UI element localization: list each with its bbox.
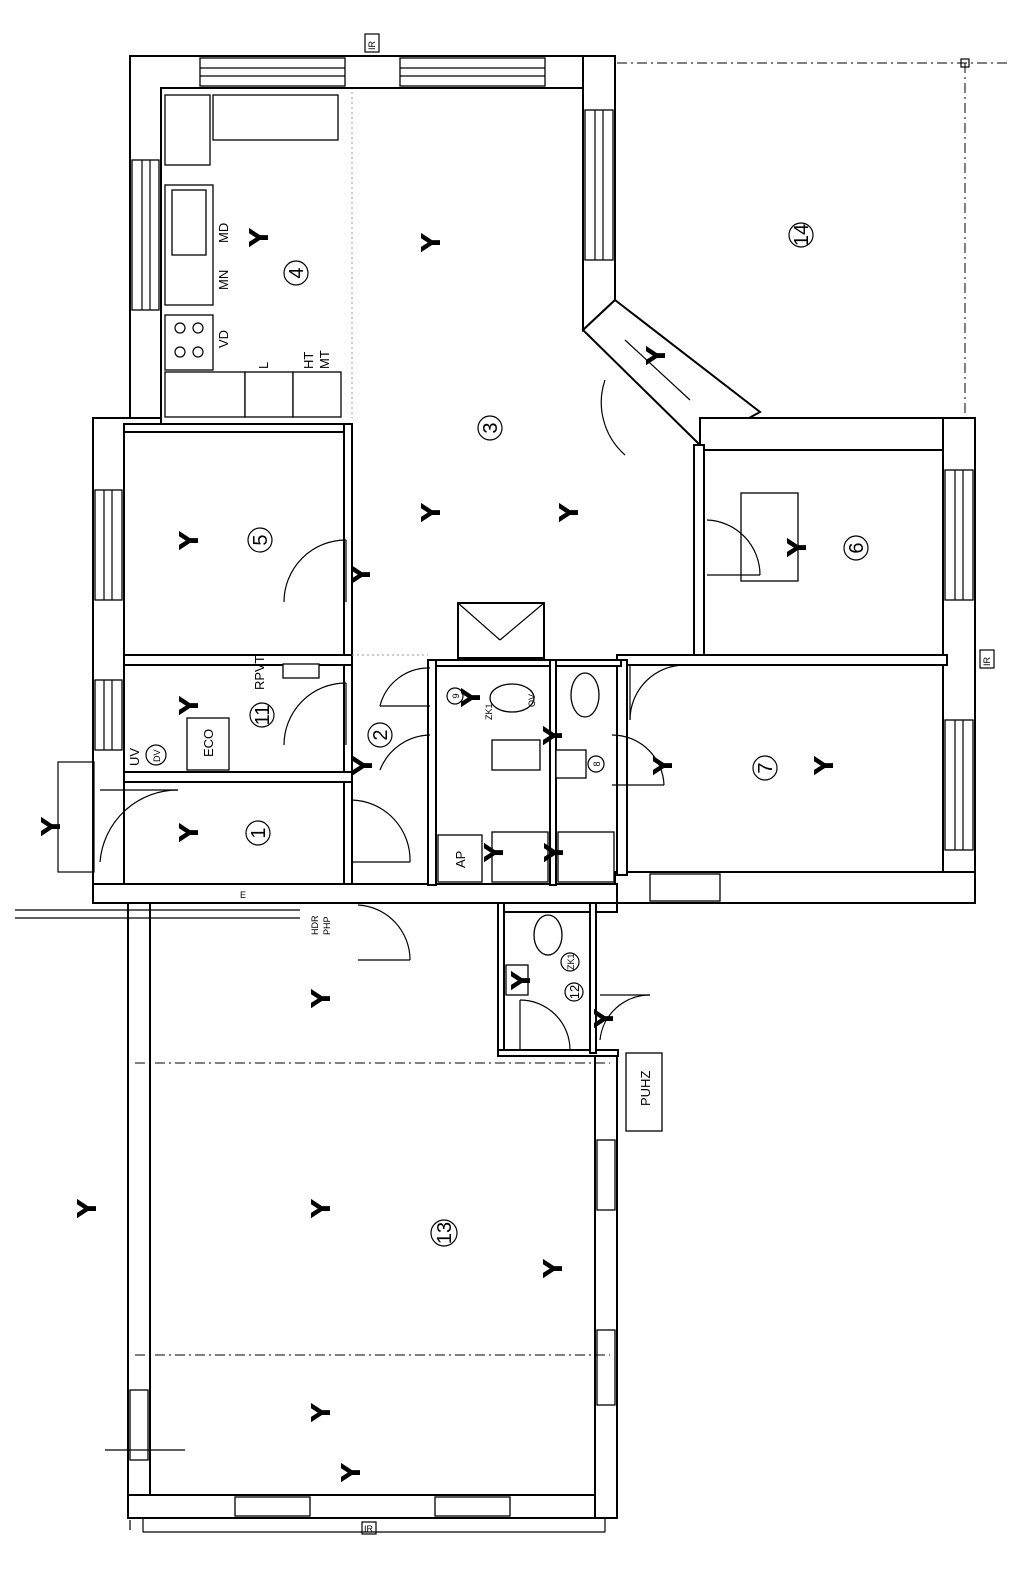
interior-walls [123,423,948,1057]
windows [94,57,974,1517]
svg-text:Y: Y [590,1008,620,1029]
svg-text:Y: Y [175,695,205,716]
svg-text:Y: Y [349,755,379,776]
svg-text:13: 13 [434,1222,456,1244]
label-zk1-a: ZK1 [484,703,494,720]
bathroom-fixtures: ECO RPVT UV DV OV AP ZK1 ZK1 PUHZ HDR PH… [127,492,799,1132]
svg-text:Y: Y [417,502,447,523]
svg-text:7: 7 [755,762,777,773]
svg-text:Y: Y [245,227,275,248]
svg-text:14: 14 [791,224,813,246]
kitchen-units: MD MN VD L HT MT [164,94,342,418]
svg-text:Y: Y [307,1198,337,1219]
svg-text:Y: Y [337,1462,367,1483]
label-zk1-b: ZK1 [566,953,576,970]
label-ov: OV [527,694,537,707]
label-l: L [256,362,271,369]
svg-text:12: 12 [567,985,582,999]
svg-text:6: 6 [846,542,868,553]
label-puhz: PUHZ [638,1071,653,1106]
room-8-marker: 8 [587,755,605,773]
label-ht: HT [301,352,316,369]
svg-text:Y: Y [175,530,205,551]
svg-text:11: 11 [252,705,274,726]
svg-text:Y: Y [649,755,679,776]
svg-text:Y: Y [507,970,537,991]
svg-text:Y: Y [417,232,447,253]
svg-text:Y: Y [555,502,585,523]
svg-text:IR: IR [364,1524,374,1534]
svg-text:Y: Y [480,842,510,863]
label-ap: AP [453,851,468,868]
room-6-marker: 6 [843,535,869,561]
svg-text:Y: Y [539,1258,569,1279]
svg-text:Y: Y [175,822,205,843]
svg-text:IR: IR [367,40,377,50]
room-numbers: 1 2 3 4 5 6 7 8 9 11 12 13 14 [245,222,869,1247]
electrical-symbols: Y Y Y Y Y Y Y Y Y Y Y Y Y Y Y Y Y Y Y Y … [37,227,840,1483]
svg-text:8: 8 [592,761,602,766]
label-mt: MT [317,350,332,369]
svg-text:Y: Y [540,842,570,863]
svg-text:2: 2 [370,729,392,740]
room-11-marker: 11 [249,702,275,728]
dotted-divisions [135,92,610,1356]
svg-text:Y: Y [307,1402,337,1423]
svg-text:Y: Y [73,1198,103,1219]
svg-text:Y: Y [307,988,337,1009]
svg-text:Y: Y [783,537,813,558]
label-dv: DV [152,749,162,762]
svg-text:Y: Y [539,725,569,746]
room-7-marker: 7 [752,755,778,781]
label-rpvt: RPVT [252,655,267,690]
room-9-marker: 9 [446,687,464,705]
svg-text:Y: Y [37,816,67,837]
room-14-marker: 14 [788,222,814,248]
ir-tags: IR IR IR [361,33,995,1535]
label-uv: UV [127,748,142,766]
label-vd: VD [216,330,231,348]
svg-text:IR: IR [982,656,992,666]
room-4-marker: 4 [283,260,309,286]
room-13-marker: 13 [430,1219,458,1247]
room-2-marker: 2 [367,722,393,748]
svg-text:Y: Y [347,564,377,585]
svg-text:5: 5 [250,534,272,545]
terrace-outline [617,58,1010,420]
svg-text:3: 3 [480,422,502,433]
room-1-marker: 1 [245,820,271,846]
room-3-marker: 3 [477,415,503,441]
room-5-marker: 5 [247,527,273,553]
label-hdr: HDR [310,915,320,935]
svg-text:9: 9 [451,693,461,698]
doors [99,339,761,1051]
label-eco: ECO [201,729,216,757]
label-mn: MN [216,270,231,290]
service-lines [15,761,606,1533]
svg-text:Y: Y [810,755,840,776]
label-md: MD [216,223,231,243]
svg-text:Y: Y [457,687,487,708]
svg-text:4: 4 [286,267,308,278]
label-e: E [240,890,246,900]
label-php: PHP [322,916,332,935]
room-12-marker: 12 [564,982,584,1002]
svg-text:1: 1 [248,827,270,838]
svg-text:Y: Y [642,345,672,366]
